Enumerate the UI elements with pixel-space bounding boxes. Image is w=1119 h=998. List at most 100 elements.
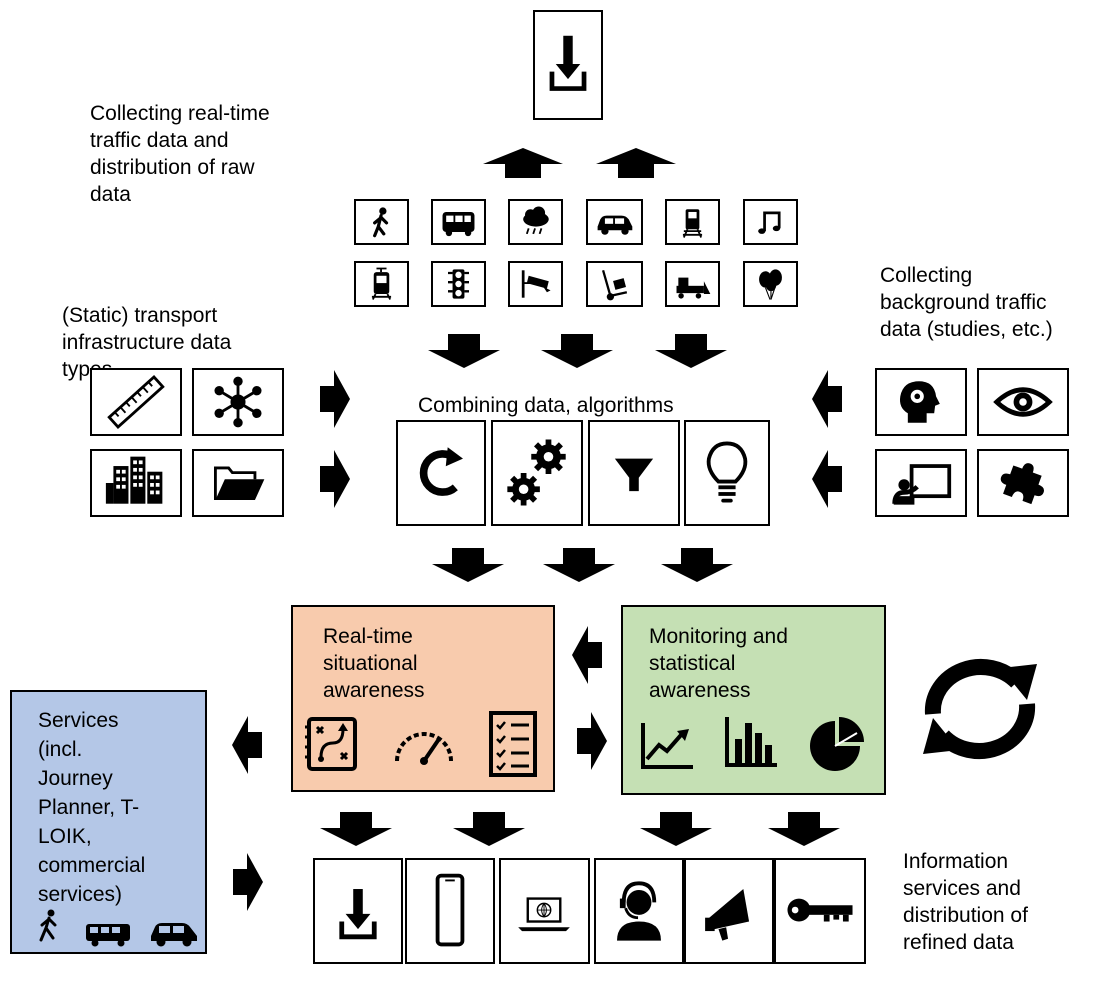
refresh-box xyxy=(396,420,486,526)
puzzle-box xyxy=(977,449,1069,517)
collecting-realtime-label: Collecting real-time traffic data and di… xyxy=(90,102,270,206)
eye-icon xyxy=(993,387,1053,417)
left-arrow xyxy=(232,716,262,774)
brain-head-icon xyxy=(899,381,940,423)
right-arrow xyxy=(233,853,263,911)
down-arrow xyxy=(655,334,727,368)
train-source xyxy=(665,199,720,245)
balloons-icon xyxy=(759,269,782,300)
train-icon xyxy=(682,209,703,238)
bus-icon xyxy=(442,211,475,237)
checklist-icon xyxy=(487,709,539,779)
raw-data-download-box xyxy=(533,10,603,120)
hand-truck-icon xyxy=(601,269,628,301)
brain-head-box xyxy=(875,368,967,436)
services-label: Services (incl. Journey Planner, T- LOIK… xyxy=(38,709,146,906)
pedestrian-icon xyxy=(34,908,64,944)
down-arrow xyxy=(661,548,733,582)
cctv-source xyxy=(508,261,563,307)
filter-box xyxy=(588,420,680,526)
pedestrian-icon xyxy=(373,207,389,238)
cctv-camera-icon xyxy=(521,270,551,298)
left-arrow xyxy=(812,370,842,428)
music-source xyxy=(743,199,798,245)
gears-icon xyxy=(507,439,566,506)
up-arrow xyxy=(596,148,676,178)
output-download-box xyxy=(313,858,403,964)
smartphone-icon xyxy=(435,873,465,947)
traffic-light-icon xyxy=(448,269,469,299)
bar-chart-icon xyxy=(721,713,781,771)
network-box xyxy=(192,368,284,436)
buildings-icon xyxy=(105,456,163,504)
smartphone-box xyxy=(405,858,495,964)
bus-source xyxy=(431,199,486,245)
right-arrow xyxy=(577,712,607,770)
up-arrow xyxy=(483,148,563,178)
ruler-box xyxy=(90,368,182,436)
key-icon xyxy=(787,898,853,922)
monitoring-awareness-label: Monitoring and statistical awareness xyxy=(649,625,788,702)
snowplow-icon xyxy=(676,277,711,299)
left-arrow xyxy=(812,450,842,508)
call-agent-icon xyxy=(617,881,661,941)
right-arrow xyxy=(320,450,350,508)
car-icon xyxy=(597,215,633,235)
speedometer-icon xyxy=(391,717,457,767)
buildings-box xyxy=(90,449,182,517)
down-arrow xyxy=(320,812,392,846)
megaphone-icon xyxy=(705,889,750,941)
realtime-awareness-panel: Real-time situational awareness xyxy=(291,605,555,792)
static-infrastructure-label: (Static) transport infrastructure data t… xyxy=(62,304,232,381)
car-source xyxy=(586,199,643,245)
gears-box xyxy=(491,420,583,526)
down-arrow xyxy=(428,334,500,368)
pie-chart-icon xyxy=(807,715,867,773)
eye-box xyxy=(977,368,1069,436)
key-box xyxy=(774,858,866,964)
storm-cloud-icon xyxy=(523,206,549,235)
download-icon xyxy=(549,35,587,91)
sync-arrows-icon xyxy=(915,656,1045,762)
hand-truck-source xyxy=(586,261,643,307)
snowplow-source xyxy=(665,261,720,307)
balloons-source xyxy=(743,261,798,307)
pedestrian-source xyxy=(354,199,409,245)
teacher-box xyxy=(875,449,967,517)
information-services-label: Information services and distribution of… xyxy=(903,850,1028,954)
lightbulb-icon xyxy=(706,441,748,503)
down-arrow xyxy=(640,812,712,846)
laptop-globe-icon xyxy=(518,897,570,932)
folder-open-icon xyxy=(214,466,265,500)
down-arrow xyxy=(768,812,840,846)
realtime-awareness-label: Real-time situational awareness xyxy=(323,625,425,702)
combining-label: Combining data, algorithms xyxy=(418,394,674,417)
strategy-map-icon xyxy=(301,713,363,775)
weather-source xyxy=(508,199,563,245)
monitoring-awareness-panel: Monitoring and statistical awareness xyxy=(621,605,886,795)
down-arrow xyxy=(541,334,613,368)
tram-source xyxy=(354,261,409,307)
music-note-icon xyxy=(758,211,781,234)
collecting-background-label: Collecting background traffic data (stud… xyxy=(880,264,1053,341)
bus-icon xyxy=(84,922,134,948)
laptop-box xyxy=(499,858,590,964)
left-arrow xyxy=(572,626,602,684)
ruler-icon xyxy=(107,374,165,430)
network-hub-icon xyxy=(214,376,262,428)
traffic-light-source xyxy=(431,261,486,307)
download-icon xyxy=(339,889,377,940)
line-chart-icon xyxy=(637,719,697,773)
puzzle-icon xyxy=(1000,463,1044,505)
folder-box xyxy=(192,449,284,517)
tram-icon xyxy=(371,267,392,300)
lightbulb-box xyxy=(684,420,770,526)
filter-icon xyxy=(614,458,654,492)
down-arrow xyxy=(543,548,615,582)
right-arrow xyxy=(320,370,350,428)
teacher-board-icon xyxy=(892,464,952,505)
refresh-icon xyxy=(419,447,463,496)
car-icon xyxy=(148,918,200,948)
call-agent-box xyxy=(594,858,684,964)
down-arrow xyxy=(432,548,504,582)
